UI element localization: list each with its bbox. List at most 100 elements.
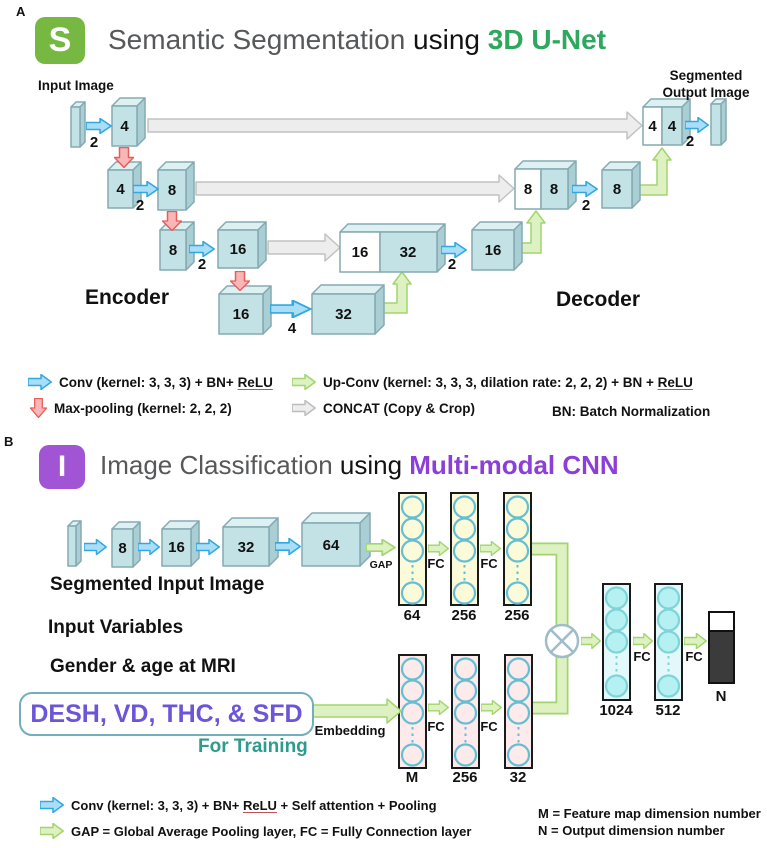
n-note: N = Output dimension number: [538, 823, 725, 838]
fused-fc-arrow-1: [633, 633, 653, 649]
svg-text:16: 16: [230, 241, 247, 258]
var-fc-label-1: FC: [427, 719, 445, 734]
img-fc-label-2: FC: [480, 556, 498, 571]
legend-b-gapfc: GAP = Global Average Pooling layer, FC =…: [40, 823, 471, 839]
fused-fc-col-1: 1024: [599, 583, 633, 719]
svg-text:64: 64: [323, 537, 340, 554]
variable-branch-connector-fill: [531, 658, 567, 713]
segmentation-app-icon: S: [35, 17, 85, 64]
conv-arrow-4: [270, 300, 312, 318]
stride-dec2: 2: [582, 197, 590, 214]
concat-box-level3: 16 32: [339, 223, 446, 273]
output-image-label-1: Segmented: [670, 68, 743, 83]
svg-text:32: 32: [238, 539, 255, 556]
svg-text:256: 256: [452, 769, 477, 786]
legend-upconv: Up-Conv (kernel: 3, 3, 3, dilation rate:…: [292, 374, 693, 390]
bn-note: BN: Batch Normalization: [552, 404, 711, 419]
image-branch-connector-fill: [531, 544, 567, 625]
panel-b-title-accent: Multi-modal CNN: [409, 450, 619, 480]
legend-conv-text: Conv (kernel: 3, 3, 3) + BN+ ReLU: [59, 374, 273, 390]
desh-variables-box: DESH, VD, THC, & SFD: [19, 692, 314, 736]
stride-1: 2: [90, 134, 98, 151]
stride-2: 2: [136, 197, 144, 214]
maxpool-arrow-icon: [30, 398, 47, 418]
legend-upconv-text: Up-Conv (kernel: 3, 3, 3, dilation rate:…: [323, 374, 693, 390]
svg-text:4: 4: [648, 118, 657, 135]
enc-box-2a: 4: [107, 161, 142, 209]
upconv-arrow-icon: [292, 374, 316, 390]
cnn-diagram: 8 16 32 64 G: [67, 492, 735, 786]
output-fc-arrow: [684, 633, 707, 649]
var-fc-label-2: FC: [480, 719, 498, 734]
legend-maxpool-text: Max-pooling (kernel: 2, 2, 2): [54, 400, 232, 416]
input-slab: [70, 101, 86, 148]
cnn-conv-arrow-1: [84, 539, 107, 555]
svg-text:64: 64: [404, 607, 421, 624]
svg-text:1024: 1024: [599, 702, 633, 719]
var-fc-col-2: 256: [451, 654, 480, 786]
stride-4: 4: [288, 320, 297, 337]
img-fc-col-2: 256: [450, 492, 479, 624]
legend-b-conv: Conv (kernel: 3, 3, 3) + BN+ ReLU + Self…: [40, 797, 437, 813]
var-fc-arrow-1: [428, 700, 449, 715]
svg-text:32: 32: [510, 769, 527, 786]
classification-app-icon: I: [39, 445, 85, 489]
dec-box-3: 16: [471, 221, 523, 271]
svg-text:16: 16: [168, 539, 185, 556]
panel-a-title: Semantic Segmentation using 3D U-Net: [108, 24, 606, 56]
svg-text:16: 16: [233, 306, 250, 323]
concat-arrow-level3: [267, 233, 341, 262]
panel-a-title-using: using: [405, 24, 488, 55]
fused-fc-col-2: 512: [654, 583, 683, 719]
svg-text:32: 32: [335, 306, 352, 323]
panel-a-title-accent: 3D U-Net: [487, 24, 607, 55]
legend-conv: Conv (kernel: 3, 3, 3) + BN+ ReLU: [28, 374, 273, 390]
svg-text:16: 16: [485, 242, 502, 259]
svg-text:8: 8: [168, 182, 176, 199]
output-fc-label: FC: [685, 649, 703, 664]
output-image-label-2: Output Image: [663, 85, 750, 100]
svg-text:4: 4: [668, 118, 677, 135]
legend-b-gapfc-text: GAP = Global Average Pooling layer, FC =…: [71, 823, 472, 839]
concat-arrow-level2: [195, 174, 515, 203]
m-note: M = Feature map dimension number: [538, 806, 761, 821]
dec-box-2: 8: [601, 161, 641, 209]
svg-text:16: 16: [352, 244, 369, 261]
img-fc-arrow-1: [428, 541, 449, 556]
svg-text:4: 4: [116, 181, 125, 198]
legend-maxpool: Max-pooling (kernel: 2, 2, 2): [30, 398, 232, 418]
mn-notes: M = Feature map dimension number N = Out…: [538, 805, 761, 839]
conv-arrow-icon-b: [40, 797, 64, 813]
panel-b-letter: B: [4, 434, 14, 449]
output-slab: [710, 98, 727, 146]
cnn-conv-arrow-2: [138, 539, 160, 555]
cnn-box-64: 64: [301, 512, 371, 567]
var-fc-col-1: M: [398, 654, 427, 786]
fused-fc-label-1: FC: [633, 649, 651, 664]
svg-text:256: 256: [504, 607, 529, 624]
fused-arrow-0: [581, 633, 601, 649]
enc-box-3a: 8: [159, 221, 195, 271]
panel-a-title-main: Semantic Segmentation: [108, 24, 406, 55]
cnn-input-slab: [67, 520, 82, 567]
conv-arrow-icon: [28, 374, 52, 390]
concat-box-level2: 8 8: [514, 160, 577, 210]
panel-b-title: Image Classification using Multi-modal C…: [100, 450, 619, 481]
conv-arrow-1: [86, 118, 112, 134]
img-fc-col-3: 256: [503, 492, 532, 624]
gender-age-label: Gender & age at MRI: [50, 656, 236, 677]
var-fc-col-3: 32: [504, 654, 533, 786]
decoder-label: Decoder: [556, 288, 640, 311]
gap-label: GAP: [370, 559, 393, 571]
stride-3: 2: [198, 256, 206, 273]
upconv-arrow-level2: [631, 147, 672, 196]
svg-text:4: 4: [120, 118, 129, 135]
panel-b-title-using: using: [332, 450, 410, 480]
unet-diagram: 4 4 8 8: [38, 68, 750, 337]
legend-concat-text: CONCAT (Copy & Crop): [323, 400, 475, 416]
img-fc-label-1: FC: [427, 556, 445, 571]
svg-text:512: 512: [655, 702, 680, 719]
svg-text:32: 32: [400, 244, 417, 261]
